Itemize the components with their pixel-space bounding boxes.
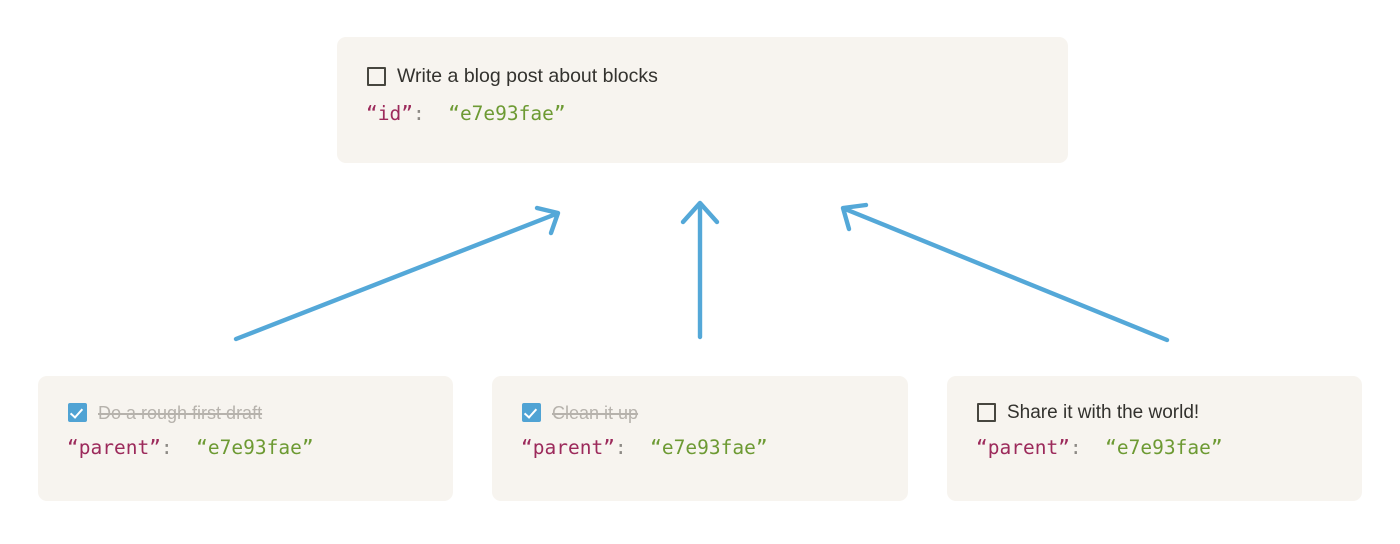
checkbox-checked-icon[interactable] (68, 403, 87, 422)
property-colon: : (412, 102, 425, 125)
property-value: “e7e93fae” (1105, 436, 1223, 459)
property-value: “e7e93fae” (448, 102, 566, 125)
parent-id-property: “id”: “e7e93fae” (366, 104, 566, 124)
child-2-task-row[interactable]: Clean it up (522, 403, 638, 422)
checkbox-unchecked-icon[interactable] (367, 67, 386, 87)
parent-task-label: Write a blog post about blocks (397, 65, 658, 87)
property-key: “parent” (67, 436, 161, 459)
child-1-parent-property: “parent”: “e7e93fae” (67, 438, 314, 458)
child-block-card-2[interactable]: Clean it up “parent”: “e7e93fae” (492, 376, 908, 501)
arrow-child3-to-parent (840, 202, 1170, 343)
checkbox-checked-icon[interactable] (522, 403, 541, 422)
child-block-card-1[interactable]: Do a rough first draft “parent”: “e7e93f… (38, 376, 453, 501)
checkbox-unchecked-icon[interactable] (977, 403, 996, 422)
property-key: “id” (366, 102, 413, 125)
property-key: “parent” (976, 436, 1070, 459)
property-colon: : (160, 436, 173, 459)
child-3-task-label: Share it with the world! (1007, 402, 1200, 423)
arrow-child2-to-parent (680, 200, 720, 340)
property-colon: : (614, 436, 627, 459)
parent-task-row[interactable]: Write a blog post about blocks (367, 65, 658, 87)
property-value: “e7e93fae” (650, 436, 768, 459)
property-key: “parent” (521, 436, 615, 459)
child-1-task-label: Do a rough first draft (98, 402, 263, 423)
arrow-child1-to-parent (233, 205, 561, 342)
child-1-task-row[interactable]: Do a rough first draft (68, 403, 262, 422)
property-colon: : (1069, 436, 1082, 459)
child-2-parent-property: “parent”: “e7e93fae” (521, 438, 768, 458)
child-block-card-3[interactable]: Share it with the world! “parent”: “e7e9… (947, 376, 1362, 501)
child-3-task-row[interactable]: Share it with the world! (977, 403, 1199, 422)
parent-block-card[interactable]: Write a blog post about blocks “id”: “e7… (337, 37, 1068, 163)
child-2-task-label: Clean it up (552, 402, 639, 423)
property-value: “e7e93fae” (196, 436, 314, 459)
child-3-parent-property: “parent”: “e7e93fae” (976, 438, 1223, 458)
